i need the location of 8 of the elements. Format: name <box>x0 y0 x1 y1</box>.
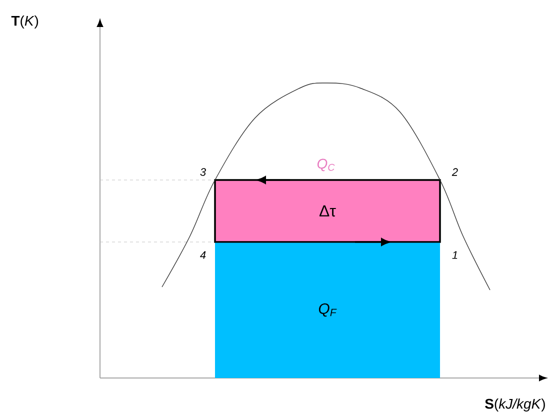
cycle-area: Δτ <box>214 179 441 243</box>
axis-label: T(K) <box>11 15 38 29</box>
axis-label: S(kJ/kgK) <box>485 398 545 412</box>
point-label: 3 <box>200 168 206 176</box>
heat-area: Q$_{F}$ <box>215 242 440 378</box>
point-label: 1 <box>452 251 458 259</box>
point-label: 2 <box>452 168 458 176</box>
point-label: 4 <box>200 251 206 259</box>
